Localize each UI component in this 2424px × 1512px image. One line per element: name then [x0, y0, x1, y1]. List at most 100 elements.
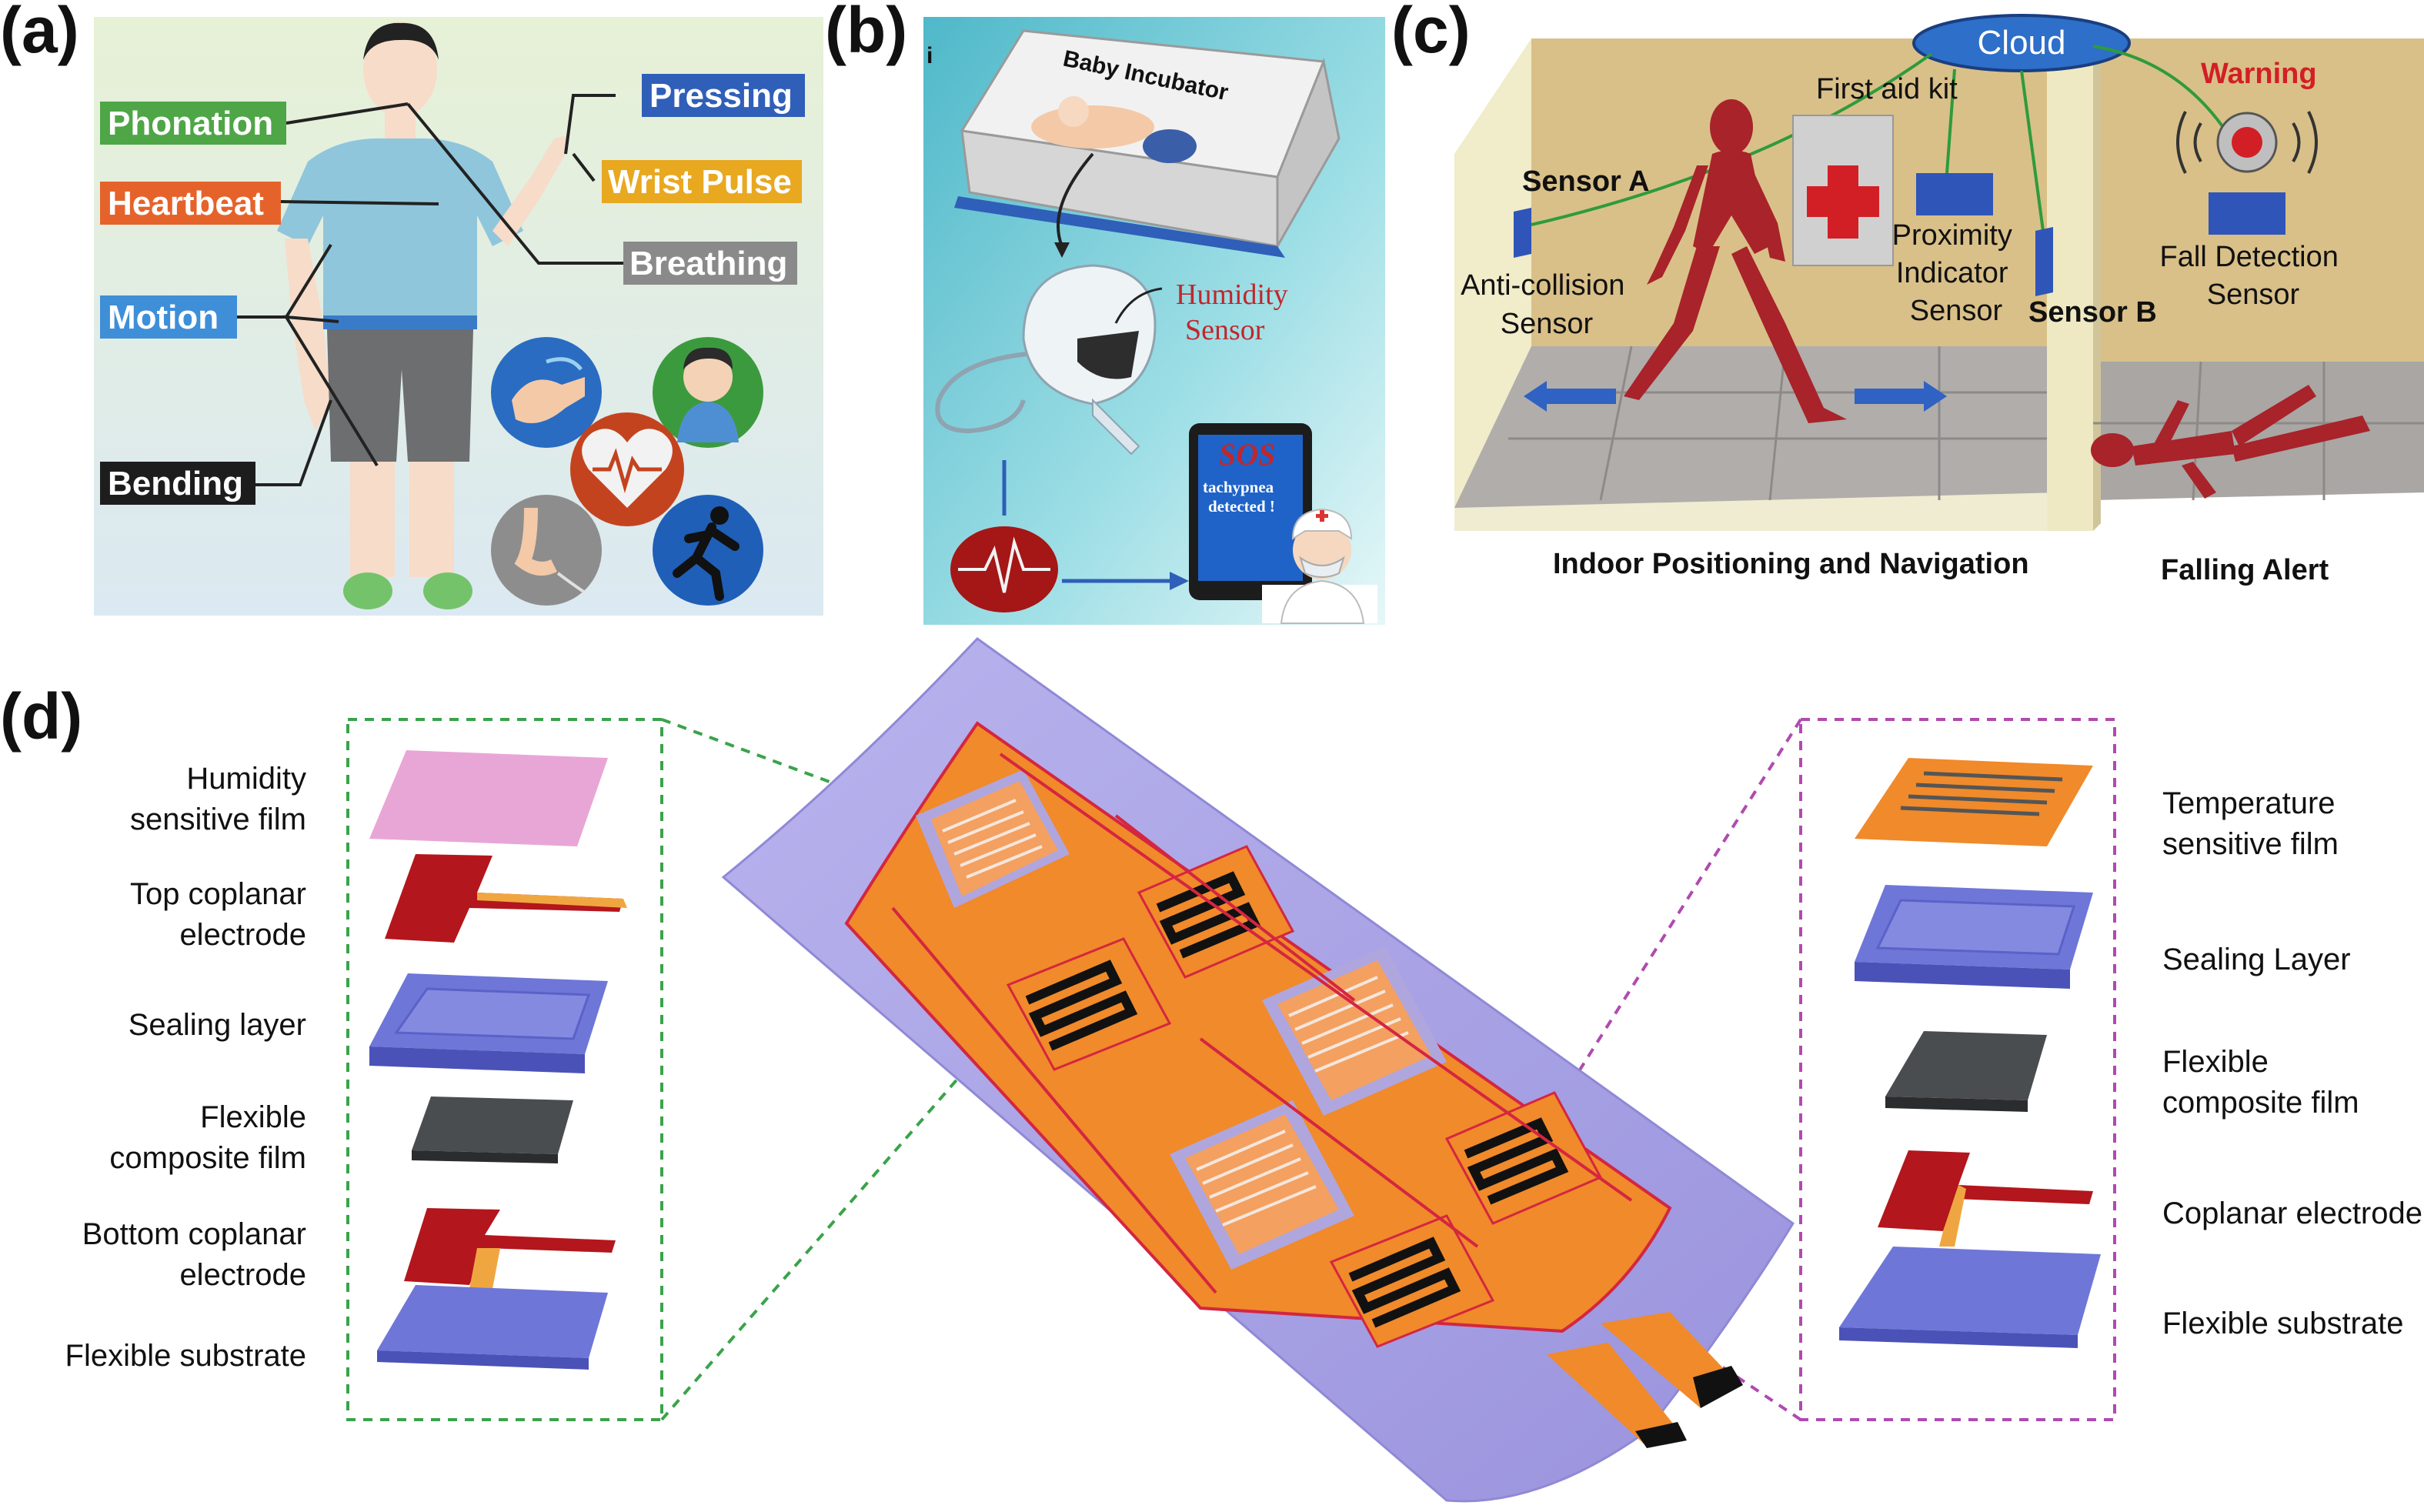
flexible-substrate-left [377, 1285, 608, 1370]
tag-pressing: Pressing [642, 74, 805, 117]
heartbeat-heart-icon [570, 412, 684, 526]
caption-falling-alert: Falling Alert [2161, 554, 2329, 586]
label-sealing-layer-left: Sealing layer [129, 1008, 306, 1042]
tag-wrist-pulse: Wrist Pulse [602, 160, 802, 203]
sensor-a-label: Sensor A [1522, 165, 1649, 198]
tag-motion: Motion [100, 295, 237, 339]
partition-wall [2047, 31, 2093, 531]
label-coplanar-electrode-right: Coplanar electrode [2162, 1197, 2422, 1230]
right-exploded-view-box [1799, 718, 2116, 1421]
tag-phonation: Phonation [100, 102, 286, 145]
tag-motion-label: Motion [108, 299, 219, 336]
humidity-sensitive-film-layer [369, 750, 608, 846]
navigation-arrow-right [1855, 381, 1947, 412]
waveform-icon [950, 526, 1058, 612]
panel-b: (b) i Baby Incubator Humidity Sensor [825, 0, 1385, 625]
label-flexible-substrate-left: Flexible substrate [65, 1339, 306, 1373]
signal-arrow-head [1170, 572, 1189, 590]
temperature-sensor-cell-2 [1006, 937, 1172, 1071]
left-exploded-view-box [346, 718, 663, 1421]
top-coplanar-electrode-layer [385, 854, 627, 943]
anti-collision-sensor-label: Anti-collision Sensor [1461, 269, 1633, 340]
humidity-sensor-label-line-1: Humidity [1176, 279, 1288, 311]
left-zoom-line-top [661, 718, 963, 833]
tag-bending: Bending [100, 462, 255, 505]
panel-b-sublabel: i [927, 43, 933, 68]
temperature-sensor-cell-4 [1329, 1214, 1495, 1348]
right-zoom-line-top [1511, 718, 1802, 1179]
proximity-indicator-sensor-label: Proximity Indicator Sensor [1892, 219, 2021, 327]
breathing-nose-icon [491, 495, 602, 606]
tablet-device: SOS tachypnea detected ! [1189, 423, 1312, 600]
tag-bending-label: Bending [108, 465, 243, 502]
tachypnea-text: tachypnea detected ! [1203, 478, 1277, 516]
flexible-composite-film-right [1885, 1031, 2047, 1112]
first-aid-kit [1792, 115, 1894, 266]
temperature-sensor-cell-3 [1444, 1091, 1603, 1225]
sensor-b-label: Sensor B [2028, 296, 2157, 329]
human-figure-illustration [277, 22, 569, 609]
tag-heartbeat-label: Heartbeat [108, 185, 264, 222]
humidity-sensor-label-line-2: Sensor [1185, 314, 1265, 346]
flexible-substrate-right [1839, 1247, 2101, 1348]
child-avatar-icon [653, 337, 763, 448]
panel-d-label: (d) [0, 680, 82, 753]
flexible-composite-film-left [412, 1096, 573, 1163]
humidity-sensor-pointer [1114, 287, 1163, 324]
humidity-sensor-cell-3 [1170, 1100, 1354, 1270]
panel-b-label: (b) [825, 0, 907, 66]
temperature-sensitive-film-layer [1855, 758, 2093, 846]
caption-indoor-positioning: Indoor Positioning and Navigation [1553, 548, 2029, 580]
first-aid-kit-label: First aid kit [1816, 73, 1958, 105]
sensor-b-block [2035, 227, 2053, 296]
sealing-layer-left [369, 973, 608, 1073]
doctor-avatar-icon [1262, 508, 1377, 624]
bottom-coplanar-electrode-layer [404, 1208, 616, 1289]
panel-d: (d) [0, 637, 2422, 1503]
flexible-sensor-array-device [721, 637, 1795, 1503]
incubator-arrow-head [1054, 242, 1070, 258]
cloud-node: Cloud [1912, 14, 2131, 72]
humidity-sensor-cell-2 [1262, 946, 1447, 1116]
fall-detection-sensor-label: Fall Detection Sensor [2160, 241, 2347, 311]
right-layer-stack [1839, 758, 2101, 1348]
coplanar-electrode-right-layer [1878, 1150, 2093, 1247]
interconnect-traces [891, 753, 1633, 1294]
oxygen-mask-illustration [935, 264, 1157, 456]
tag-breathing-label: Breathing [629, 245, 787, 282]
cloud-label: Cloud [1978, 24, 2066, 62]
incubator-arrow [1057, 152, 1094, 247]
label-flexible-substrate-right: Flexible substrate [2162, 1307, 2403, 1340]
sos-text: SOS [1219, 437, 1275, 472]
humidity-sensor-cell-1 [916, 769, 1070, 908]
tag-heartbeat: Heartbeat [100, 182, 281, 225]
panel-a: (a) Phona [0, 0, 823, 616]
baby-incubator-illustration: Baby Incubator [954, 29, 1341, 258]
tag-breathing: Breathing [623, 242, 797, 285]
tag-pressing-label: Pressing [649, 77, 793, 115]
panel-a-label: (a) [0, 0, 79, 66]
fallen-person-figure [2091, 385, 2370, 499]
panel-c-label: (c) [1391, 0, 1471, 66]
pressing-finger-icon [491, 337, 602, 448]
humidity-sensor-label: Humidity Sensor [1176, 279, 1295, 346]
running-person-icon [653, 495, 763, 606]
tag-wrist-pulse-label: Wrist Pulse [608, 163, 792, 201]
floor-tiles [1508, 345, 2424, 501]
sensor-a-block [1514, 208, 1531, 258]
proximity-sensor-block [1916, 173, 1993, 215]
floor-left [1454, 346, 2062, 508]
panel-c: (c) Cloud [1391, 0, 2424, 586]
tag-phonation-label: Phonation [108, 105, 273, 142]
walking-person-figure [1624, 99, 1847, 423]
sealing-layer-right [1855, 885, 2093, 989]
label-sealing-layer-right: Sealing Layer [2162, 943, 2351, 976]
